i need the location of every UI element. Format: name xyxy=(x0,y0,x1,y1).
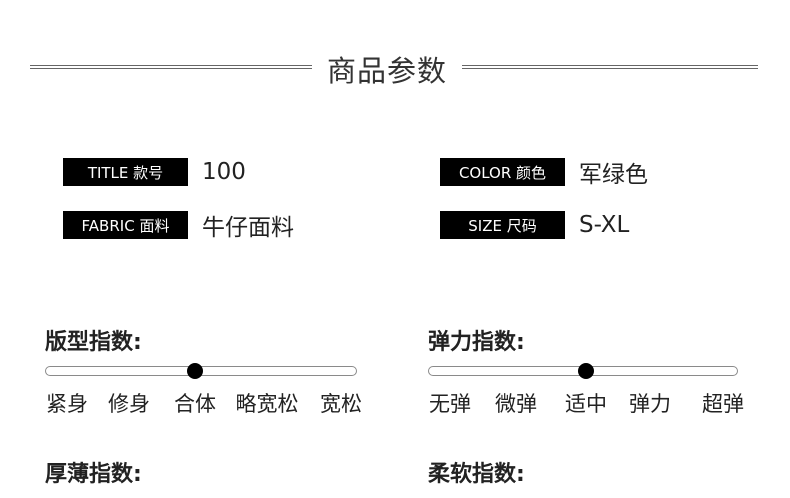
param-color: COLOR 颜色 军绿色 xyxy=(440,157,648,188)
elasticity-option: 超弹 xyxy=(702,392,744,416)
param-color-value: 军绿色 xyxy=(579,162,648,188)
param-style-value: 100 xyxy=(202,159,246,185)
elasticity-option: 适中 xyxy=(565,392,607,416)
elasticity-index-title: 弹力指数: xyxy=(428,330,525,355)
fit-option: 合体 xyxy=(174,392,216,416)
fit-option: 宽松 xyxy=(320,392,362,416)
section-title: 商品参数 xyxy=(326,54,447,88)
header-rule-left xyxy=(30,65,312,69)
fit-option: 修身 xyxy=(108,392,150,416)
fit-index-title: 版型指数: xyxy=(45,330,142,355)
fit-option: 略宽松 xyxy=(235,392,299,416)
section-header: 商品参数 xyxy=(0,40,790,96)
softness-index: 柔软指数: xyxy=(428,460,758,490)
param-fabric-value: 牛仔面料 xyxy=(202,215,294,241)
fit-index-knob xyxy=(187,363,203,379)
param-style-label: TITLE 款号 xyxy=(63,158,188,186)
thickness-index-title: 厚薄指数: xyxy=(45,462,142,487)
thickness-index: 厚薄指数: xyxy=(45,460,375,490)
param-fabric-label: FABRIC 面料 xyxy=(63,211,188,239)
param-color-label: COLOR 颜色 xyxy=(440,158,565,186)
elasticity-option: 无弹 xyxy=(429,392,471,416)
elasticity-index: 弹力指数: 无弹 微弹 适中 弹力 超弹 xyxy=(428,328,758,416)
param-size-label: SIZE 尺码 xyxy=(440,211,565,239)
elasticity-index-knob xyxy=(578,363,594,379)
elasticity-option: 微弹 xyxy=(495,392,537,416)
elasticity-option: 弹力 xyxy=(629,392,671,416)
param-size: SIZE 尺码 S-XL xyxy=(440,210,629,240)
fit-index: 版型指数: 紧身 修身 合体 略宽松 宽松 xyxy=(45,328,375,416)
header-rule-right xyxy=(462,65,758,69)
param-style: TITLE 款号 100 xyxy=(63,157,246,187)
softness-index-title: 柔软指数: xyxy=(428,462,525,487)
param-fabric: FABRIC 面料 牛仔面料 xyxy=(63,210,294,241)
param-size-value: S-XL xyxy=(579,212,630,238)
fit-option: 紧身 xyxy=(46,392,88,416)
